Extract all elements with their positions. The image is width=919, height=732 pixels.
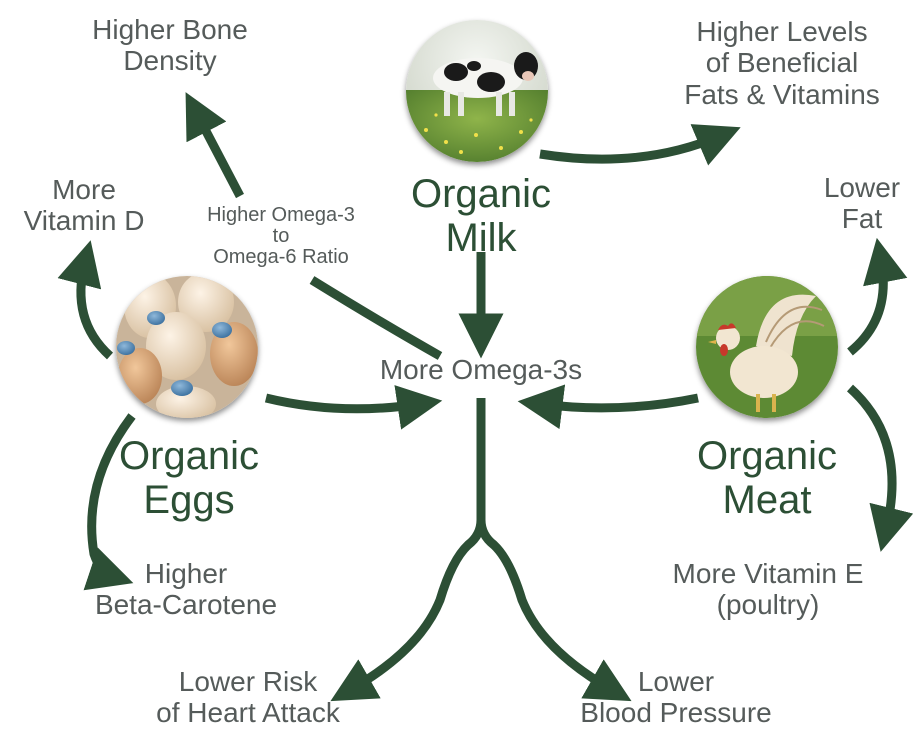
outcome-fats-line1: Higher Levels — [662, 16, 902, 47]
arrow-eggs-to-omega3 — [266, 398, 420, 409]
source-eggs-line2: Eggs — [94, 478, 284, 522]
outcome-blood-pressure: Lower Blood Pressure — [556, 666, 796, 729]
chicken-photo — [696, 276, 838, 418]
ratio-line1: Higher Omega-3 — [176, 205, 386, 226]
outcome-lowfat-line1: Lower — [812, 172, 912, 203]
center-label: More Omega-3s — [336, 354, 626, 385]
outcome-vitamin-d: More Vitamin D — [4, 174, 164, 237]
outcome-vite-line1: More Vitamin E — [638, 558, 898, 589]
outcome-vite-line2: (poultry) — [638, 589, 898, 620]
center-label-text: More Omega-3s — [336, 354, 626, 385]
outcome-heart-line2: of Heart Attack — [118, 697, 378, 728]
outcome-lowfat-line2: Fat — [812, 203, 912, 234]
outcome-bp-line2: Blood Pressure — [556, 697, 796, 728]
cow-photo — [406, 20, 548, 162]
source-milk-line2: Milk — [386, 216, 576, 260]
outcome-vitamin-e: More Vitamin E (poultry) — [638, 558, 898, 621]
arrow-meat-to-omega3 — [540, 398, 698, 408]
source-milk-line1: Organic — [386, 172, 576, 216]
ratio-line3: Omega-6 Ratio — [176, 247, 386, 268]
arrow-ratio-to-bone — [196, 112, 240, 196]
source-eggs-line1: Organic — [94, 434, 284, 478]
outcome-heart-attack: Lower Risk of Heart Attack — [118, 666, 378, 729]
arrow-ratio-to-omega3 — [312, 280, 440, 356]
eggs-photo — [116, 276, 258, 418]
source-milk-label: Organic Milk — [386, 172, 576, 260]
source-meat-line2: Meat — [672, 478, 862, 522]
outcome-bp-line1: Lower — [556, 666, 796, 697]
outcome-beneficial-fats: Higher Levels of Beneficial Fats & Vitam… — [662, 16, 902, 110]
source-meat-line1: Organic — [672, 434, 862, 478]
outcome-heart-line1: Lower Risk — [118, 666, 378, 697]
arrow-omega3-to-bp — [481, 520, 612, 690]
outcome-vitd-line1: More — [4, 174, 164, 205]
arrow-milk-to-fats — [540, 136, 720, 159]
outcome-fats-line3: Fats & Vitamins — [662, 79, 902, 110]
outcome-beta-line2: Beta-Carotene — [66, 589, 306, 620]
outcome-vitd-line2: Vitamin D — [4, 205, 164, 236]
source-eggs-label: Organic Eggs — [94, 434, 284, 522]
outcome-fats-line2: of Beneficial — [662, 47, 902, 78]
outcome-beta-carotene: Higher Beta-Carotene — [66, 558, 306, 621]
outcome-bone-line1: Higher Bone — [60, 14, 280, 45]
arrow-meat-to-lowfat — [850, 260, 883, 352]
arrow-eggs-to-vitd — [81, 262, 110, 356]
outcome-beta-line1: Higher — [66, 558, 306, 589]
outcome-bone-line2: Density — [60, 45, 280, 76]
ratio-label: Higher Omega-3 to Omega-6 Ratio — [176, 205, 386, 268]
outcome-lower-fat: Lower Fat — [812, 172, 912, 235]
ratio-line2: to — [176, 226, 386, 247]
arrow-omega3-trunk — [350, 398, 481, 690]
outcome-bone-density: Higher Bone Density — [60, 14, 280, 77]
source-meat-label: Organic Meat — [672, 434, 862, 522]
